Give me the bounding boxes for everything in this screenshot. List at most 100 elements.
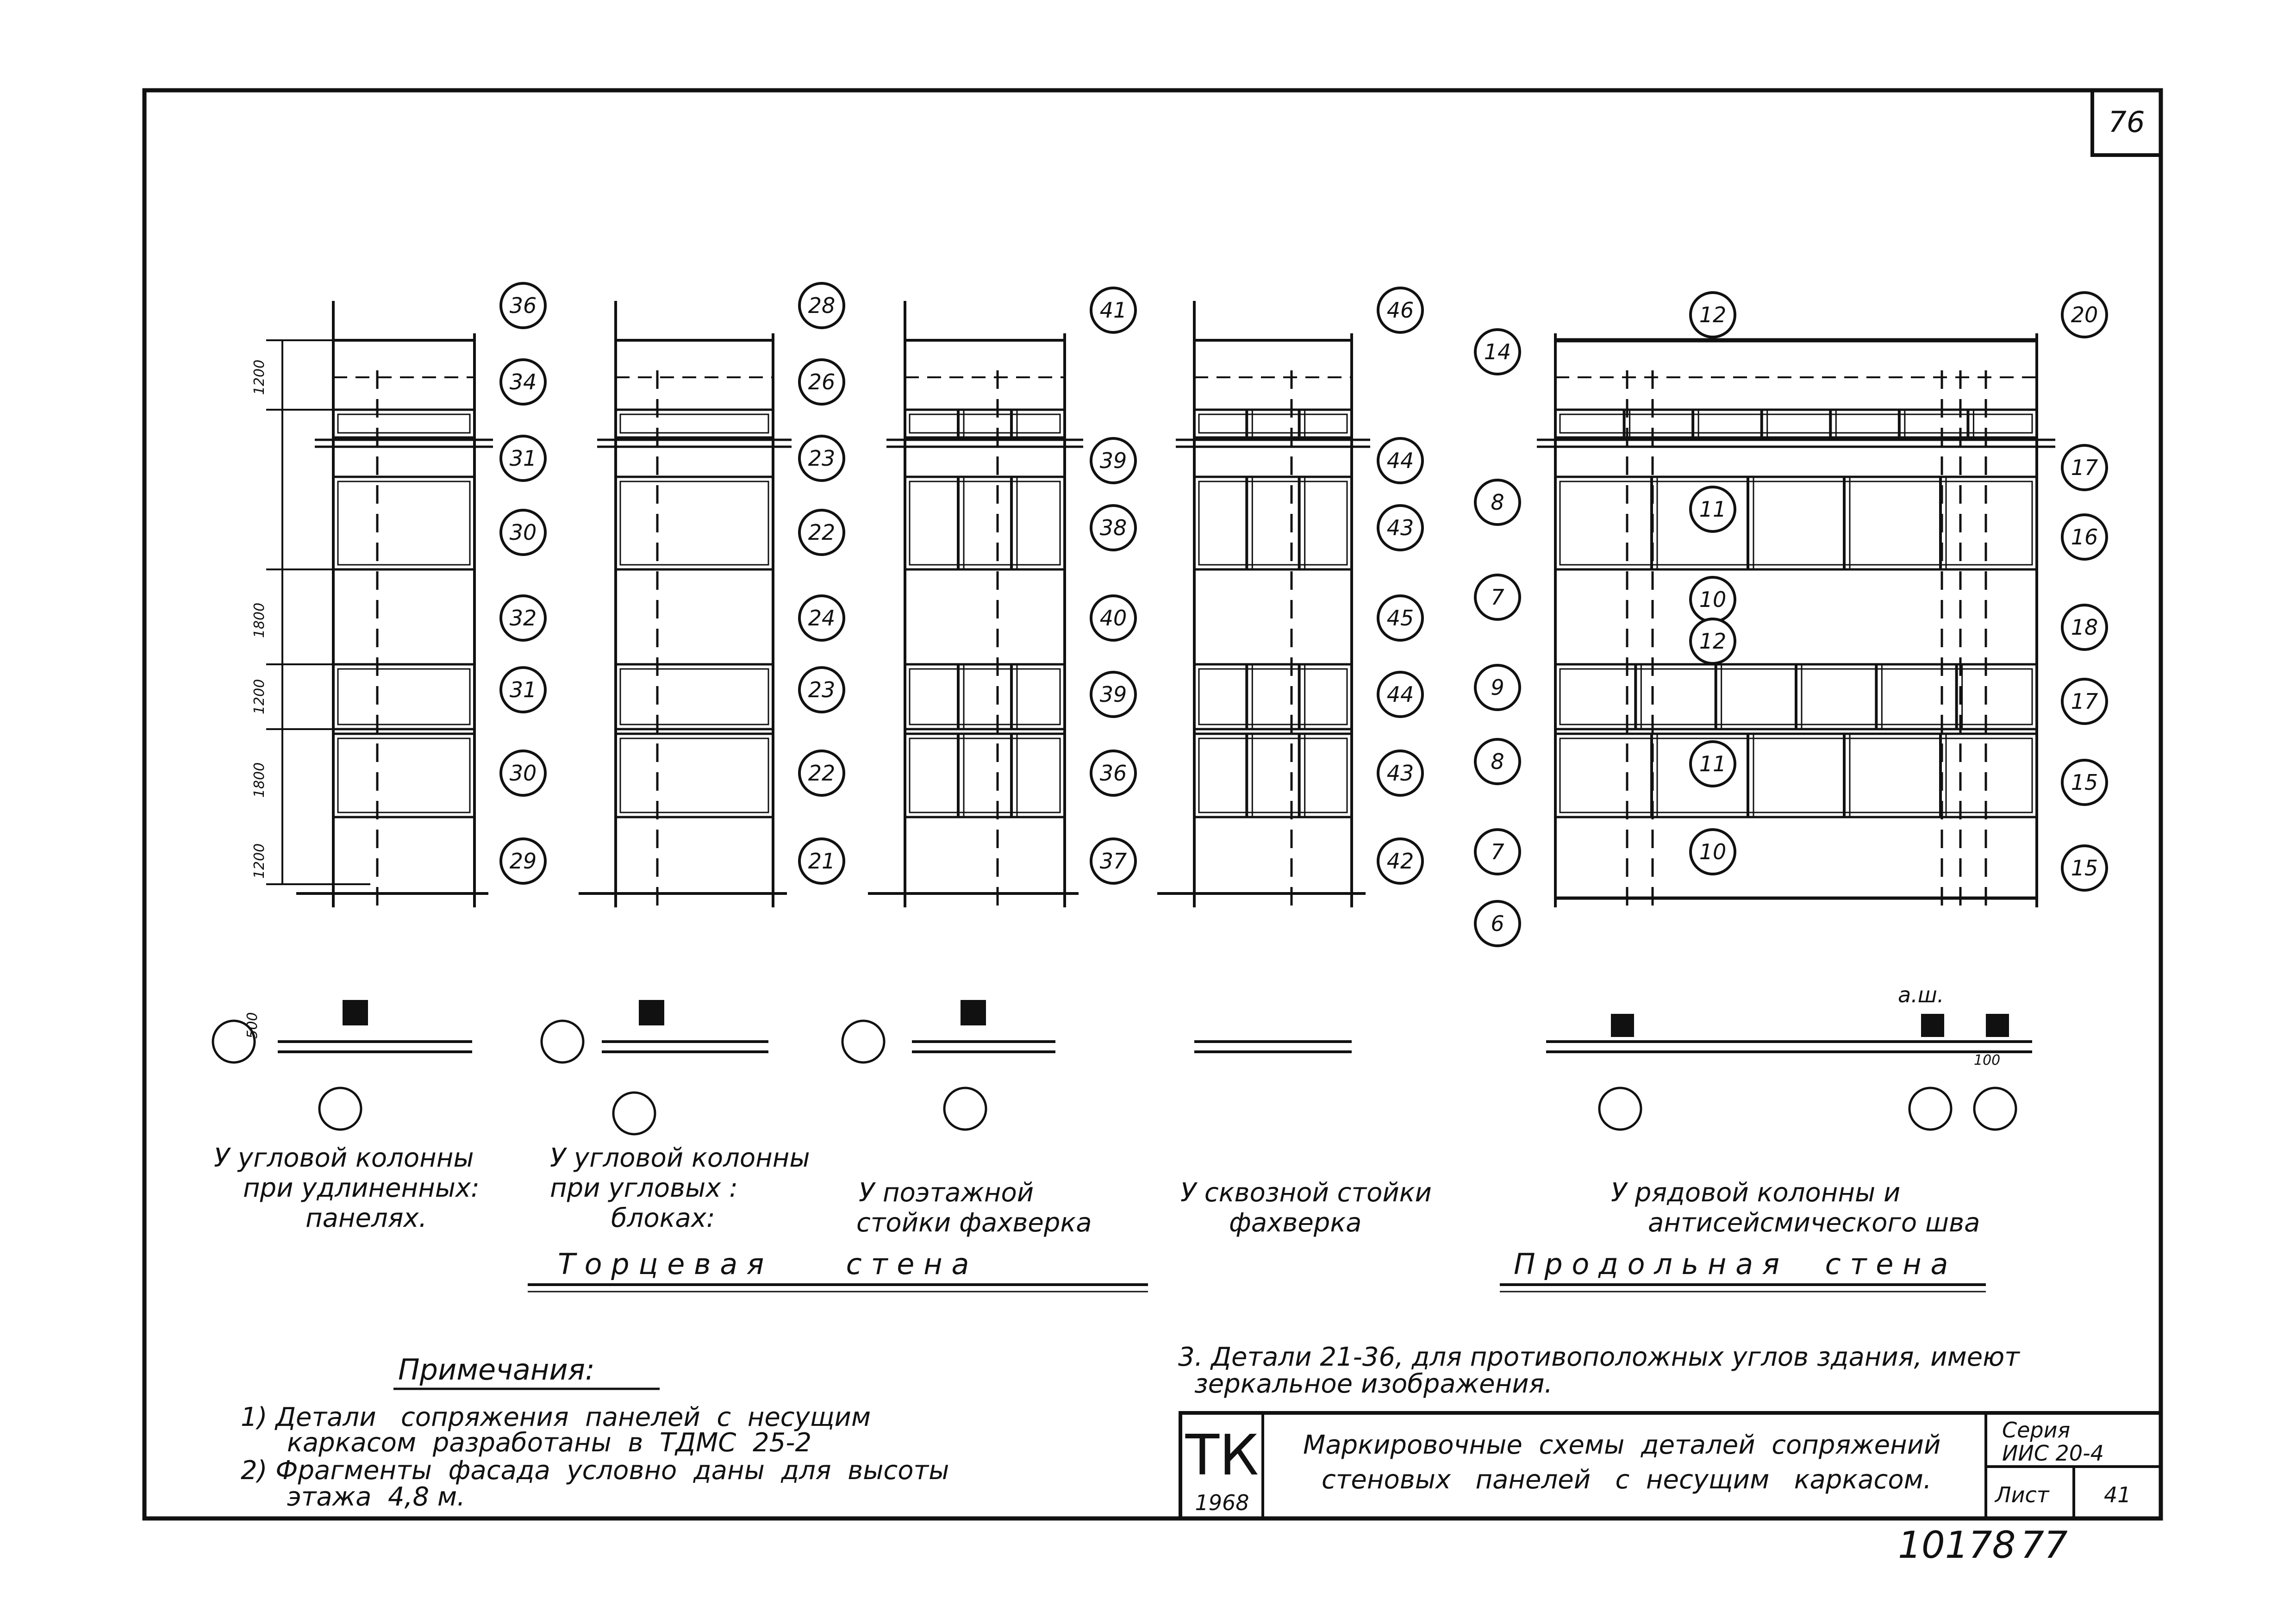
dim-1800-a: 1800 — [251, 603, 268, 638]
window-frame — [1198, 737, 1348, 813]
detail-callout-bubble — [1474, 574, 1521, 621]
detail-callout-bubble — [1377, 671, 1424, 718]
detail-callout-number: 22 — [808, 520, 836, 545]
window-frame — [909, 668, 1061, 725]
detail-callout-number: 41 — [1100, 298, 1127, 323]
window-band — [614, 732, 774, 818]
dim-1800-b: 1800 — [251, 762, 268, 798]
detail-callout-bubble — [1090, 504, 1137, 551]
sheet-value: 41 — [2104, 1482, 2131, 1507]
end-wall-elevation-2 — [579, 301, 792, 907]
detail-callout-number: 17 — [2071, 455, 2098, 480]
detail-callout-bubble — [1377, 504, 1424, 551]
note-3: 3. Детали 21-36, для противоположных угл… — [1178, 1342, 2020, 1399]
detail-callout-number: 29 — [510, 849, 537, 874]
detail-callout-number: 42 — [1387, 849, 1414, 874]
bottom-page-number: 77 — [2021, 1524, 2068, 1567]
window-frame — [337, 737, 471, 813]
detail-callout-bubble — [1474, 828, 1521, 875]
detail-callout-bubble — [2061, 759, 2108, 806]
detail-callout-number: 18 — [2071, 615, 2098, 640]
plan-sections — [212, 1000, 2032, 1136]
detail-callout-bubble — [798, 666, 845, 713]
end-wall-elevation-4 — [1157, 301, 1370, 907]
detail-callout-bubble — [2061, 444, 2108, 491]
detail-callout-bubble — [1377, 594, 1424, 642]
detail-callout-bubble — [1377, 750, 1424, 797]
note-1: 1) Детали сопряжения панелей с несущим к… — [241, 1402, 871, 1458]
svg-text:2) Фрагменты фасада условно: 2) Фрагменты фасада условно даны для выс… — [241, 1455, 949, 1486]
window-band — [332, 663, 476, 731]
detail-callout-number: 12 — [1699, 629, 1727, 654]
detail-callout-number: 30 — [510, 761, 537, 786]
detail-callout-number: 10 — [1699, 587, 1727, 612]
detail-callout-bubble — [1090, 287, 1137, 334]
detail-callout-bubble — [798, 435, 845, 482]
window-band — [332, 475, 476, 571]
detail-callout-number: 15 — [2071, 856, 2098, 881]
detail-callout-number: 21 — [808, 849, 836, 874]
window-frame — [1559, 737, 2033, 813]
sheet-frame — [142, 88, 2163, 1521]
detail-callout-bubble — [1090, 594, 1137, 642]
detail-callout-number: 11 — [1699, 497, 1727, 522]
detail-callout-number: 44 — [1387, 448, 1414, 473]
window-frame — [1559, 413, 2033, 434]
axis-bubble — [841, 1019, 886, 1064]
dim-1200-top: 1200 — [251, 360, 268, 395]
detail-callout-bubble — [1474, 479, 1521, 526]
longitudinal-wall-elevation — [1537, 333, 2055, 907]
svg-text:У сквозной стойки: У сквозной стойки — [1180, 1178, 1432, 1208]
window-band — [904, 475, 1066, 571]
window-frame — [1198, 413, 1348, 434]
column-square — [343, 1000, 368, 1025]
column-square — [1611, 1014, 1634, 1037]
window-band — [614, 663, 774, 731]
svg-text:антисейсмического шва: антисейсмического шва — [1648, 1208, 1980, 1238]
detail-callout-bubble — [2061, 513, 2108, 561]
svg-text:блоках:: блоках: — [611, 1203, 715, 1233]
window-band — [904, 732, 1066, 818]
window-frame — [1198, 668, 1348, 725]
detail-callout-number: 16 — [2071, 525, 2098, 550]
detail-callout-number: 12 — [1699, 302, 1727, 327]
detail-callout-number: 15 — [2071, 770, 2098, 795]
detail-callout-number: 6 — [1491, 911, 1504, 936]
detail-callout-bubble — [1377, 437, 1424, 484]
end-wall-title: Т о р ц е в а я с т е н а — [558, 1247, 969, 1281]
svg-text:при удлиненных:: при удлиненных: — [243, 1173, 480, 1203]
axis-bubble — [540, 1019, 585, 1064]
detail-callout-number: 34 — [510, 369, 537, 394]
detail-callout-bubble — [2061, 844, 2108, 892]
detail-callout-bubble — [499, 435, 547, 482]
window-frame — [619, 737, 769, 813]
detail-callout-number: 38 — [1100, 515, 1127, 540]
detail-callout-number: 20 — [2071, 302, 2098, 327]
detail-callout-bubble — [499, 750, 547, 797]
window-frame — [1198, 481, 1348, 566]
detail-callout-bubble — [1689, 618, 1736, 665]
window-band — [1554, 408, 2038, 439]
svg-text:У угловой колонны: У угловой колонны — [550, 1143, 810, 1173]
detail-callout-bubble — [798, 594, 845, 642]
title-line-1: Маркировочные схемы деталей сопряжений — [1303, 1430, 1940, 1460]
axis-bubble — [318, 1087, 362, 1131]
axis-bubble — [943, 1087, 987, 1131]
svg-text:зеркальное изображения.: зеркальное изображения. — [1194, 1369, 1553, 1399]
detail-callout-bubble — [1474, 900, 1521, 947]
column-square — [961, 1000, 986, 1025]
svg-text:фахверка: фахверка — [1229, 1208, 1361, 1238]
title-block: ТК 1968 Маркировочные схемы деталей сопр… — [1179, 1411, 2163, 1520]
detail-callout-number: 28 — [808, 293, 836, 318]
detail-callout-bubble — [1474, 738, 1521, 785]
detail-callout-number: 36 — [1100, 761, 1127, 786]
window-band — [332, 732, 476, 818]
detail-callout-number: 11 — [1699, 751, 1727, 776]
detail-callout-bubble — [499, 282, 547, 329]
detail-callout-bubble — [499, 358, 547, 406]
axis-bubble — [1973, 1087, 2017, 1131]
detail-callout-number: 8 — [1491, 749, 1504, 774]
detail-callout-number: 10 — [1699, 839, 1727, 864]
detail-callout-bubble — [2061, 678, 2108, 725]
window-band — [614, 475, 774, 571]
